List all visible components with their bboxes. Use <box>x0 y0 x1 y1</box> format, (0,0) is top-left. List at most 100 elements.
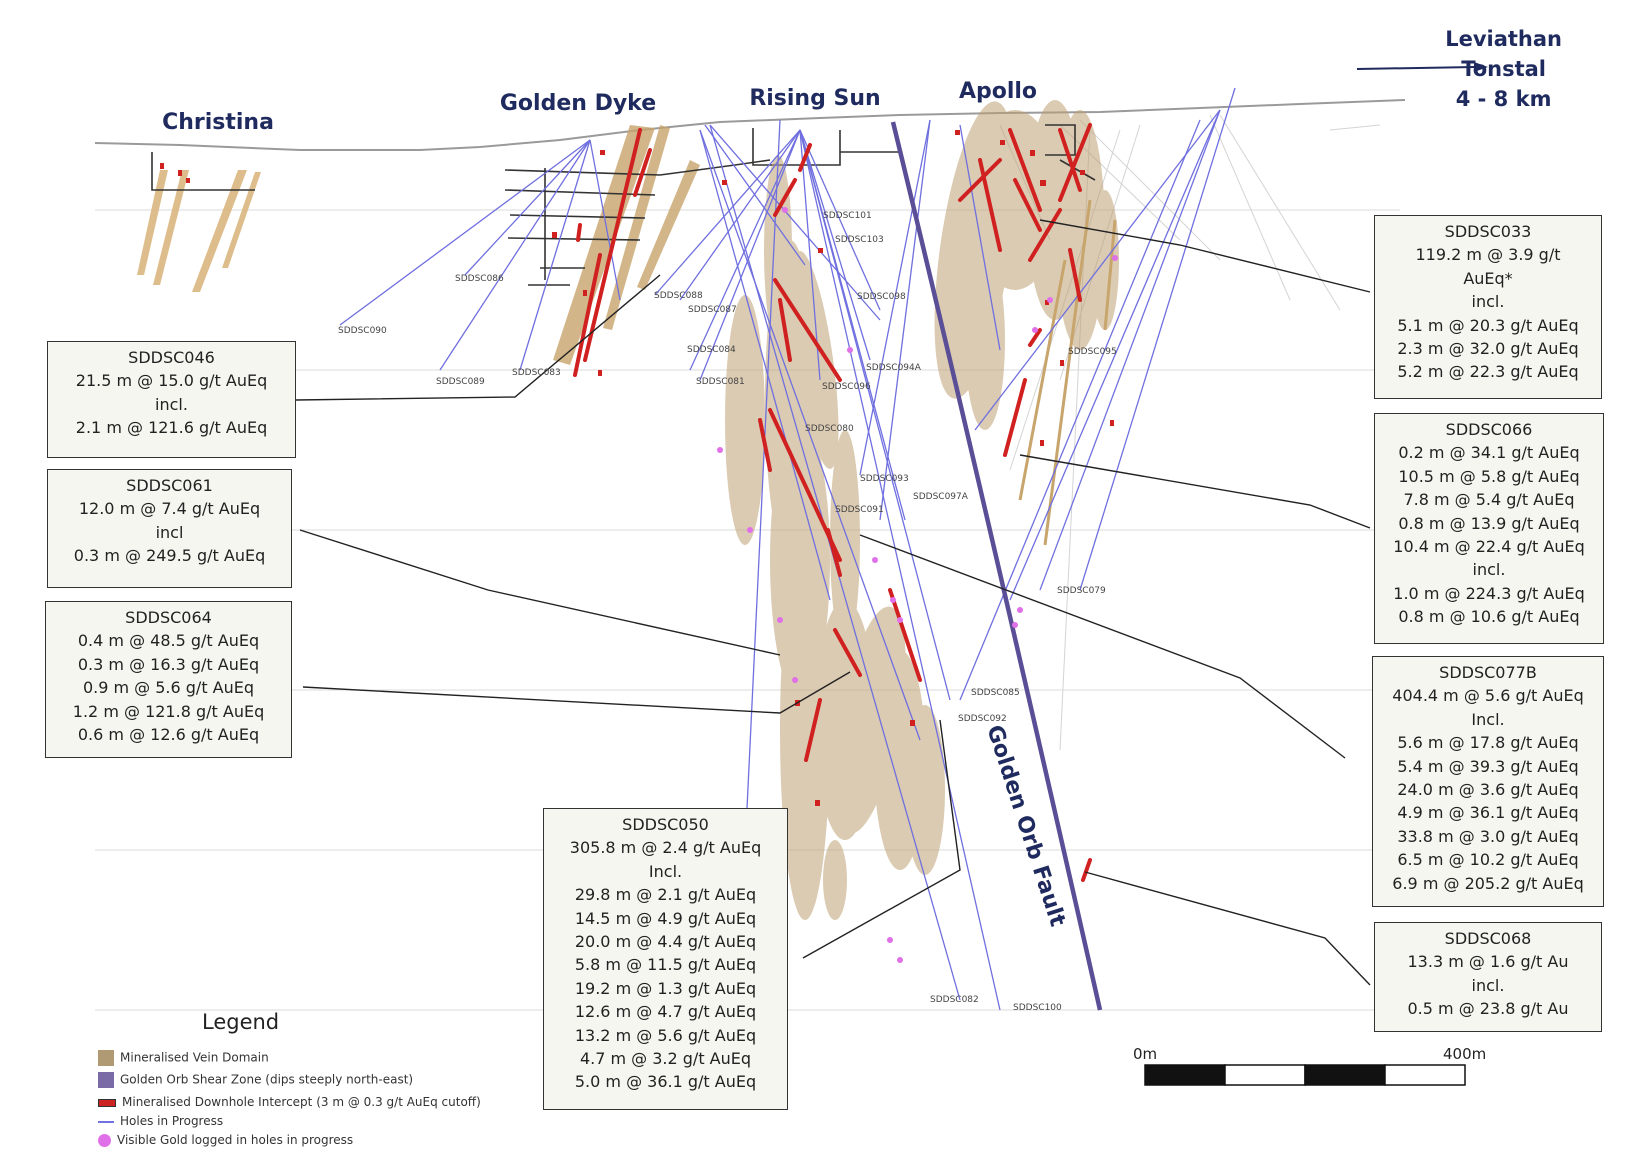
apollo-vein-domains <box>934 100 1119 430</box>
callout-line: Incl. <box>648 861 683 881</box>
hole-label: SDDSC103 <box>835 235 884 245</box>
callout-line: 14.5 m @ 4.9 g/t AuEq <box>574 908 757 928</box>
callout-sddsc061: SDDSC061 12.0 m @ 7.4 g/t AuEq incl 0.3 … <box>47 469 292 588</box>
callout-title: SDDSC064 <box>125 608 212 627</box>
drillholes-in-progress <box>339 87 1236 1011</box>
reference-direction-label: Leviathan Tonstal 4 - 8 km <box>1445 24 1562 114</box>
callout-sddsc068: SDDSC068 13.3 m @ 1.6 g/t Au incl. 0.5 m… <box>1374 922 1602 1032</box>
callout-sddsc046: SDDSC046 21.5 m @ 15.0 g/t AuEq incl. 2.… <box>47 341 296 458</box>
callout-sddsc064: SDDSC064 0.4 m @ 48.5 g/t AuEq 0.3 m @ 1… <box>45 601 292 758</box>
callout-title: SDDSC061 <box>126 476 213 495</box>
hole-label: SDDSC083 <box>512 368 561 378</box>
legend-label: Mineralised Vein Domain <box>120 1050 269 1065</box>
scale-bar <box>1144 1064 1466 1086</box>
callout-line: 33.8 m @ 3.0 g/t AuEq <box>1397 826 1579 846</box>
hole-label: SDDSC079 <box>1057 586 1106 596</box>
callout-line: 5.0 m @ 36.1 g/t AuEq <box>574 1072 757 1092</box>
scale-label-start: 0m <box>1133 1045 1158 1063</box>
callout-sddsc077b: SDDSC077B 404.4 m @ 5.6 g/t AuEq Incl. 5… <box>1372 656 1604 907</box>
mineralised-intercepts <box>573 123 1092 882</box>
hole-label: SDDSC081 <box>696 377 745 387</box>
golden-dyke-survey-traces <box>504 128 900 286</box>
callout-line: 6.9 m @ 205.2 g/t AuEq <box>1392 873 1584 893</box>
hole-label: SDDSC098 <box>857 292 906 302</box>
callout-line: 404.4 m @ 5.6 g/t AuEq <box>1392 686 1584 706</box>
callout-line: 19.2 m @ 1.3 g/t AuEq <box>574 978 757 998</box>
callout-line: incl. <box>1472 560 1506 580</box>
callout-line: 21.5 m @ 15.0 g/t AuEq <box>75 371 268 391</box>
hole-label: SDDSC088 <box>654 291 703 301</box>
prospect-label-golden-dyke: Golden Dyke <box>500 91 656 116</box>
rising-sun-vein-domains <box>725 155 945 920</box>
golden-orb-fault-line <box>890 121 1103 1011</box>
legend-swatch-shear <box>98 1072 114 1088</box>
apollo-survey-traces <box>1045 124 1096 181</box>
callout-sddsc050: SDDSC050 305.8 m @ 2.4 g/t AuEq Incl. 29… <box>543 808 788 1110</box>
hole-label: SDDSC096 <box>822 382 871 392</box>
callout-line: 4.9 m @ 36.1 g/t AuEq <box>1397 803 1579 823</box>
callout-line: 5.6 m @ 17.8 g/t AuEq <box>1397 733 1579 753</box>
hole-label: SDDSC090 <box>338 326 387 336</box>
callout-line: 0.4 m @ 48.5 g/t AuEq <box>77 631 260 651</box>
hole-label: SDDSC086 <box>455 274 504 284</box>
legend-title: Legend <box>202 1010 280 1034</box>
callout-sddsc066: SDDSC066 0.2 m @ 34.1 g/t AuEq 10.5 m @ … <box>1374 413 1604 644</box>
hole-label: SDDSC101 <box>823 211 872 221</box>
callout-leader-lines <box>295 219 1371 986</box>
reference-line-3: 4 - 8 km <box>1455 87 1552 111</box>
callout-title: SDDSC068 <box>1444 929 1532 948</box>
scale-label-end: 400m <box>1443 1045 1487 1063</box>
callout-line: 12.0 m @ 7.4 g/t AuEq <box>78 499 261 519</box>
callout-line: 5.8 m @ 11.5 g/t AuEq <box>574 955 757 975</box>
legend-label: Visible Gold logged in holes in progress <box>117 1133 354 1147</box>
legend-item-holes-in-progress: Holes in Progress <box>98 1114 223 1128</box>
prospect-label-christina: Christina <box>162 110 274 135</box>
callout-title: SDDSC046 <box>128 348 215 367</box>
hole-label: SDDSC093 <box>860 474 909 484</box>
callout-line: 12.6 m @ 4.7 g/t AuEq <box>574 1002 757 1022</box>
callout-line: 10.4 m @ 22.4 g/t AuEq <box>1393 537 1585 557</box>
christina-vein-domains <box>137 170 261 292</box>
callout-line: 7.8 m @ 5.4 g/t AuEq <box>1403 490 1575 510</box>
callout-title: SDDSC050 <box>622 815 709 834</box>
hole-label: SDDSC097A <box>913 492 969 502</box>
hole-labels: SDDSC101 SDDSC103 SDDSC098 SDDSC086 SDDS… <box>338 211 1117 1013</box>
prospect-label-rising-sun: Rising Sun <box>749 86 880 111</box>
callout-line: 2.3 m @ 32.0 g/t AuEq <box>1397 339 1579 359</box>
legend-swatch-visible-gold <box>98 1134 111 1147</box>
hole-label: SDDSC080 <box>805 424 854 434</box>
hole-label: SDDSC094A <box>866 363 922 373</box>
hole-label: SDDSC091 <box>835 505 884 515</box>
callout-sddsc033: SDDSC033 119.2 m @ 3.9 g/t AuEq* incl. 5… <box>1374 215 1602 399</box>
callout-line: 24.0 m @ 3.6 g/t AuEq <box>1397 780 1579 800</box>
callout-line: 119.2 m @ 3.9 g/t <box>1415 245 1561 265</box>
legend-item-visible-gold: Visible Gold logged in holes in progress <box>98 1133 353 1147</box>
callout-line: 6.5 m @ 10.2 g/t AuEq <box>1397 850 1579 870</box>
legend-label: Holes in Progress <box>120 1114 224 1128</box>
callout-line: incl <box>155 522 184 542</box>
legend-swatch-hole <box>98 1120 114 1123</box>
legend-item-shear-zone: Golden Orb Shear Zone (dips steeply nort… <box>98 1072 413 1088</box>
callout-line: 2.1 m @ 121.6 g/t AuEq <box>75 418 268 438</box>
callout-line: 4.7 m @ 3.2 g/t AuEq <box>579 1049 752 1069</box>
hole-label: SDDSC082 <box>930 995 979 1005</box>
callout-line: 20.0 m @ 4.4 g/t AuEq <box>574 932 757 952</box>
prospect-label-apollo: Apollo <box>959 79 1037 104</box>
legend-item-intercept: Mineralised Downhole Intercept (3 m @ 0.… <box>98 1095 481 1109</box>
mineralised-intercept-dots <box>160 130 1114 806</box>
callout-line: 0.2 m @ 34.1 g/t AuEq <box>1398 443 1580 463</box>
callout-line: 29.8 m @ 2.1 g/t AuEq <box>574 885 757 905</box>
golden-dyke-vein-domains <box>553 125 700 365</box>
hole-label: SDDSC089 <box>436 377 485 387</box>
callout-line: 10.5 m @ 5.8 g/t AuEq <box>1398 466 1580 486</box>
callout-line: incl. <box>1471 292 1505 312</box>
hole-label: SDDSC087 <box>688 305 737 315</box>
callout-line: 0.5 m @ 23.8 g/t Au <box>1407 999 1569 1019</box>
callout-line: AuEq* <box>1463 268 1513 288</box>
topography-line <box>94 99 1406 151</box>
callout-line: incl. <box>1471 975 1505 995</box>
callout-line: 1.2 m @ 121.8 g/t AuEq <box>72 701 265 721</box>
hole-label: SDDSC085 <box>971 688 1020 698</box>
legend-swatch-intercept <box>98 1098 116 1107</box>
